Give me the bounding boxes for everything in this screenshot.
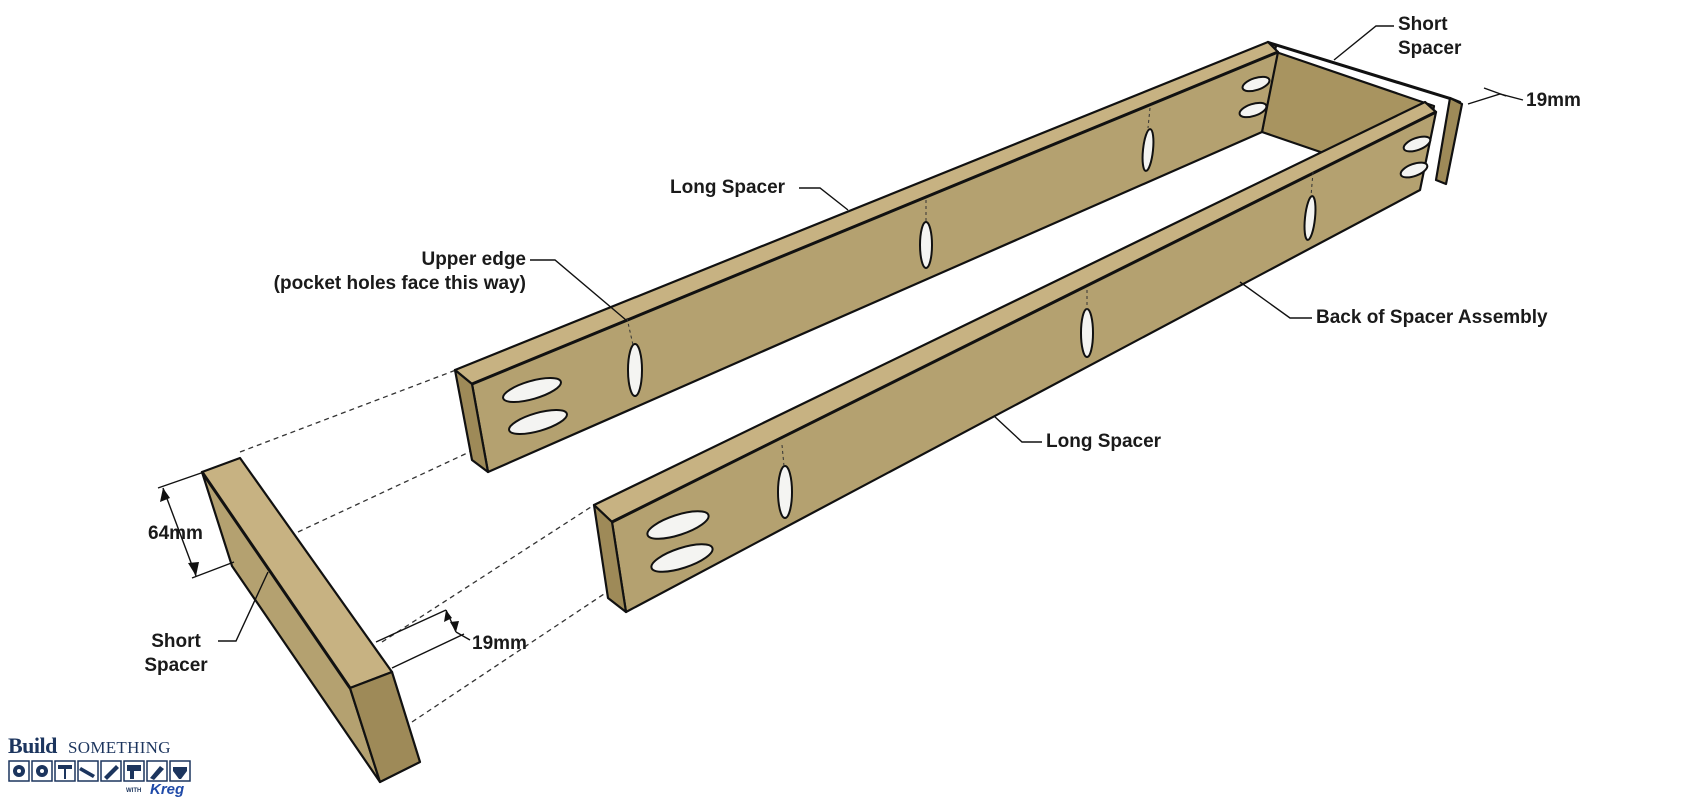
label-short-spacer-top-line2: Spacer bbox=[1398, 38, 1462, 59]
paintbrush-icon bbox=[150, 766, 164, 780]
label-upper-edge-line2: (pocket holes face this way) bbox=[273, 273, 526, 294]
label-short-spacer-top-line1: Short bbox=[1398, 14, 1448, 35]
tool-icon-box bbox=[146, 760, 168, 782]
hammer-icon bbox=[79, 767, 95, 778]
buildsomething-kreg-logo: Build SOMETHING bbox=[8, 733, 198, 798]
label-short-spacer-bottom-line2: Spacer bbox=[144, 655, 208, 676]
screwdriver-icon bbox=[104, 765, 119, 780]
label-upper-edge: Upper edge (pocket holes face this way) bbox=[248, 248, 526, 296]
long-spacer-back bbox=[453, 40, 1436, 474]
assembly-guide-lines bbox=[239, 369, 623, 723]
short-spacer-front bbox=[200, 456, 422, 784]
label-long-spacer-front: Long Spacer bbox=[1046, 431, 1162, 452]
logo-build-text: Build bbox=[8, 733, 57, 758]
tool-icon-box bbox=[77, 760, 99, 782]
clamp-icon bbox=[58, 765, 72, 779]
gear-center bbox=[40, 769, 44, 773]
tool-icon-box bbox=[123, 760, 145, 782]
tool-icon-box bbox=[8, 760, 30, 782]
label-short-spacer-bottom-line1: Short bbox=[151, 631, 201, 652]
leader-lines bbox=[218, 25, 1524, 642]
label-back-of-assembly: Back of Spacer Assembly bbox=[1316, 307, 1548, 328]
label-thickness-bottom: 19mm bbox=[472, 633, 527, 654]
logo-something-text: SOMETHING bbox=[68, 738, 171, 757]
dimension-19mm-bottom bbox=[375, 609, 471, 669]
square-tool-icon bbox=[173, 767, 187, 779]
dimension-64mm bbox=[157, 471, 235, 579]
logo-with-text: WITH bbox=[126, 788, 142, 794]
tool-icon-box bbox=[169, 760, 191, 782]
tool-icon-box bbox=[54, 760, 76, 782]
label-upper-edge-line1: Upper edge bbox=[421, 249, 526, 270]
drill-icon bbox=[127, 765, 141, 779]
saw-blade-center bbox=[17, 769, 21, 773]
tool-icons-strip bbox=[8, 760, 191, 782]
tool-icon-box bbox=[100, 760, 122, 782]
long-spacer-front bbox=[592, 100, 1438, 614]
label-short-spacer-bottom: Short Spacer bbox=[136, 630, 216, 678]
label-short-spacer-top: Short Spacer bbox=[1398, 13, 1461, 61]
logo-kreg-text: Kreg bbox=[150, 781, 185, 798]
label-long-spacer-back: Long Spacer bbox=[670, 177, 786, 198]
label-thickness-top: 19mm bbox=[1526, 90, 1581, 111]
pocket-hole-guides bbox=[626, 107, 1314, 467]
label-height-64mm: 64mm bbox=[148, 523, 203, 544]
tool-icon-box bbox=[31, 760, 53, 782]
pocket-holes bbox=[502, 75, 1432, 573]
